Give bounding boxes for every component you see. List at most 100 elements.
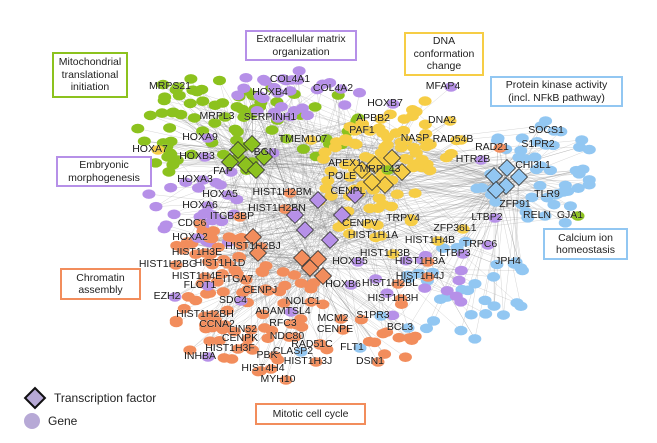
- gene-node: [408, 188, 422, 199]
- gene-node: [198, 320, 212, 330]
- gene-label: HIST4H4: [241, 362, 284, 374]
- gene-node: [230, 102, 244, 112]
- gene-node: [201, 281, 215, 291]
- gene-node: [534, 121, 548, 131]
- gene-node: [279, 375, 293, 385]
- gene-node: [239, 275, 253, 285]
- gene-node: [323, 78, 337, 88]
- gene-node: [336, 325, 350, 335]
- gene-node: [239, 72, 253, 83]
- gene-label: CENPE: [317, 323, 353, 335]
- network-edge: [245, 164, 392, 207]
- network-edge: [251, 161, 303, 259]
- annotation-line: Chromatin: [76, 271, 125, 284]
- gene-label: FLT1: [340, 341, 364, 353]
- gene-node: [376, 128, 390, 138]
- gene-node: [256, 93, 270, 104]
- gene-label: ADAMTSL4: [255, 305, 311, 317]
- gene-label: ZFP91: [499, 198, 531, 210]
- gene-node: [280, 133, 294, 144]
- network-edge: [202, 214, 343, 228]
- gene-label: HOXB6: [325, 278, 361, 290]
- network-edge: [245, 164, 443, 249]
- annotation-line: (incl. NFkB pathway): [508, 91, 605, 104]
- gene-node: [539, 140, 553, 150]
- network-edge: [272, 152, 296, 216]
- gene-label: MFAP4: [426, 80, 461, 92]
- gene-node: [399, 255, 413, 266]
- gene-node: [159, 220, 173, 230]
- transcription-factor-node: [365, 155, 385, 175]
- gene-node: [344, 280, 358, 290]
- network-edge: [354, 194, 376, 280]
- gene-node: [390, 189, 404, 200]
- gene-node: [163, 123, 177, 133]
- network-edge: [245, 164, 443, 249]
- gene-node: [444, 148, 458, 159]
- network-edge: [252, 236, 429, 278]
- gene-node: [418, 283, 432, 293]
- gene-node: [348, 126, 362, 136]
- gene-node: [216, 287, 230, 297]
- transcription-factor-node: [285, 205, 305, 225]
- network-edge: [317, 89, 331, 241]
- legend-label: Transcription factor: [54, 391, 157, 405]
- gene-node: [319, 183, 333, 194]
- gene-label: PAF1: [349, 124, 375, 136]
- network-edge: [505, 141, 538, 187]
- network-edge: [173, 169, 257, 215]
- network-edge: [304, 229, 352, 286]
- network-edge: [217, 275, 324, 283]
- gene-node: [283, 188, 297, 198]
- network-edge: [236, 189, 497, 200]
- network-edge: [252, 236, 261, 371]
- gene-node: [515, 265, 529, 276]
- annotation-line: homeostasis: [556, 244, 615, 256]
- gene-node: [452, 275, 466, 286]
- gene-node: [378, 349, 392, 359]
- gene-node: [265, 325, 279, 336]
- gene-node: [250, 106, 264, 116]
- gene-node: [479, 309, 493, 319]
- gene-node: [218, 320, 232, 330]
- gene-node: [468, 278, 482, 289]
- gene-label: HIST1H2BH: [176, 308, 234, 320]
- network-edge: [263, 156, 344, 331]
- network-edge: [303, 149, 306, 231]
- gene-node: [496, 310, 510, 320]
- network-edge: [251, 143, 342, 320]
- gene-node: [258, 76, 272, 86]
- network-edge: [274, 87, 331, 241]
- gene-label: S1PR2: [521, 138, 554, 150]
- gene-node: [216, 98, 230, 108]
- gene-node: [416, 134, 430, 144]
- network-edge: [262, 199, 319, 315]
- network-edge: [252, 236, 416, 337]
- gene-node: [547, 199, 561, 210]
- annotation-line: change: [426, 60, 462, 73]
- gene-node: [548, 190, 562, 200]
- gene-label: HOXB5: [332, 255, 368, 267]
- network-edge: [493, 189, 497, 307]
- gene-node: [418, 119, 432, 130]
- gene-node: [419, 323, 433, 334]
- annotation-line: translational: [61, 68, 119, 81]
- gene-label: HOXB3: [179, 150, 215, 162]
- network-edge: [506, 147, 580, 169]
- network-edge: [384, 179, 590, 186]
- network-edge: [207, 205, 296, 216]
- gene-label: NDC80: [270, 330, 305, 342]
- network-edge: [220, 184, 319, 201]
- network-edge: [301, 257, 400, 338]
- gene-label: HIST1H3B: [360, 247, 410, 259]
- network-edge: [317, 199, 409, 279]
- transcription-factor-node: [345, 185, 365, 205]
- network-edge: [252, 103, 394, 238]
- gene-node: [346, 159, 360, 169]
- gene-label: HIST1H3A: [395, 255, 445, 267]
- gene-label: HTR2B: [456, 153, 490, 165]
